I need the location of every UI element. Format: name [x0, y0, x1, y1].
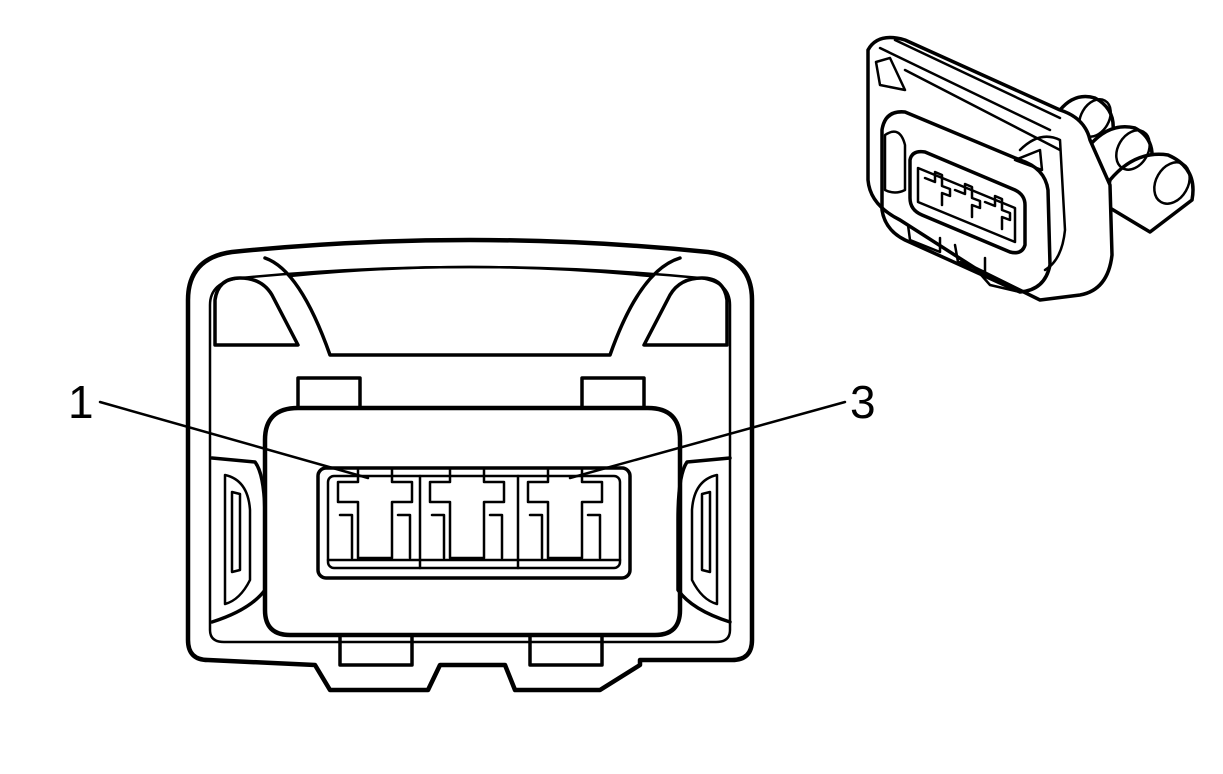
- terminal-1: [336, 466, 414, 560]
- callout-pin-1: 1: [68, 376, 370, 480]
- iso-top-window: [874, 56, 907, 92]
- lower-left-tab: [338, 633, 414, 667]
- left-side-lock: [210, 456, 267, 624]
- right-side-lock: [676, 456, 732, 624]
- iso-terminal-cavity: [908, 149, 1027, 255]
- right-side-lock-slot: [700, 490, 712, 574]
- wire-tube-bottom: [1103, 152, 1195, 234]
- terminal-cavity-frame: [262, 405, 683, 638]
- leader-line-pin-3: [568, 400, 847, 480]
- right-corner-window: [642, 276, 729, 347]
- connector-isometric-view: [866, 35, 1195, 302]
- iso-housing-body: [866, 35, 1114, 302]
- left-side-lock-inner: [223, 473, 252, 606]
- leader-line-pin-1: [98, 400, 370, 480]
- terminal-2: [428, 466, 506, 560]
- connector-housing-outline: [185, 237, 755, 693]
- lower-right-tab: [528, 633, 604, 667]
- iso-corner-window: [1013, 148, 1044, 172]
- terminal-3: [526, 466, 604, 560]
- left-corner-window: [213, 276, 300, 347]
- callout-label-pin-3: 3: [850, 376, 876, 428]
- iso-terminals: [923, 170, 1012, 231]
- iso-terminal-cavity-inner: [916, 166, 1017, 244]
- top-latch-inner: [288, 265, 652, 278]
- top-latch: [263, 256, 682, 357]
- upper-right-tab: [580, 376, 646, 410]
- terminal-block-inner: [326, 474, 622, 570]
- callout-label-pin-1: 1: [68, 376, 94, 428]
- connector-face-view: [185, 237, 755, 693]
- left-side-lock-slot: [230, 490, 242, 574]
- iso-housing-top-ridge: [878, 38, 1062, 152]
- iso-left-lock: [883, 130, 907, 194]
- terminal-dividers: [326, 474, 622, 570]
- callout-pin-3: 3: [568, 376, 876, 480]
- iso-bottom-tabs: [906, 223, 1022, 294]
- upper-left-tab: [296, 376, 362, 410]
- right-side-lock-inner: [690, 473, 719, 606]
- iso-side-latch: [1018, 135, 1067, 272]
